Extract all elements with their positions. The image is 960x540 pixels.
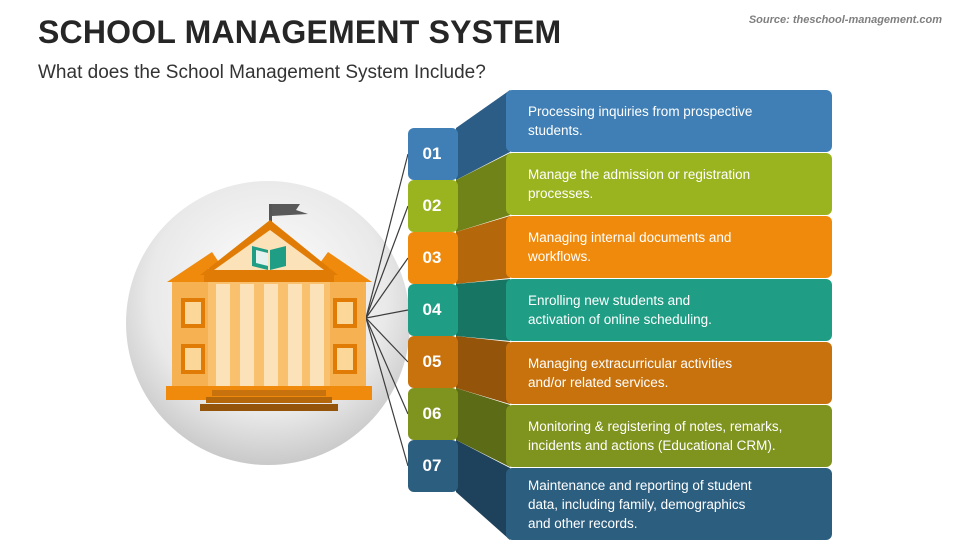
- step-description-line: Managing extracurricular activities: [528, 356, 733, 371]
- number-tab: [408, 180, 458, 232]
- step-number: 03: [422, 248, 442, 267]
- step-description-line: students.: [528, 123, 583, 138]
- number-tab: [408, 336, 458, 388]
- step-ribbon: [408, 90, 832, 180]
- number-tab: [408, 388, 458, 440]
- step-description: Managing extracurricular activities and/o…: [528, 354, 818, 392]
- ribbon-fold: [456, 388, 510, 467]
- ribbon-box: [506, 216, 832, 278]
- number-tab: [408, 232, 458, 284]
- page-title: SCHOOL MANAGEMENT SYSTEM: [38, 14, 562, 50]
- ribbon-fold: [456, 153, 510, 232]
- step-ribbon: [408, 440, 832, 540]
- step-description-line: Monitoring & registering of notes, remar…: [528, 419, 783, 434]
- step-ribbon: [408, 279, 832, 341]
- page-subtitle: What does the School Management System I…: [38, 62, 486, 83]
- connector-line: [365, 317, 409, 415]
- connector-line: [365, 309, 409, 319]
- step-description-line: Manage the admission or registration: [528, 167, 751, 182]
- ribbon-box: [506, 90, 832, 152]
- step-number: 01: [422, 144, 442, 163]
- ribbon-box: [506, 342, 832, 404]
- number-tab: [408, 128, 458, 180]
- step-ribbon: [408, 336, 832, 404]
- step-ribbons: [408, 90, 832, 540]
- number-tab: [408, 284, 458, 336]
- ribbon-fold: [456, 279, 510, 341]
- step-number: 07: [422, 456, 442, 475]
- step-description-line: data, including family, demographics: [528, 496, 746, 512]
- step-description-line: Enrolling new students and: [528, 293, 691, 308]
- step-ribbon: [408, 388, 832, 467]
- step-description-line: activation of online scheduling.: [528, 312, 712, 327]
- step-description-line: Managing internal documents and: [528, 230, 732, 245]
- step-description-line: Processing inquiries from prospective: [528, 104, 753, 119]
- connector-line: [365, 317, 409, 467]
- ribbon-fold: [456, 440, 510, 540]
- connector-line: [365, 205, 409, 319]
- ribbon-box: [506, 405, 832, 467]
- school-building-icon: [166, 204, 372, 411]
- step-number: 06: [422, 404, 442, 423]
- ribbon-box: [506, 153, 832, 215]
- step-description: Enrolling new students and activation of …: [528, 291, 818, 329]
- step-description: Processing inquiries from prospective stu…: [528, 102, 818, 140]
- ribbon-box: [506, 279, 832, 341]
- number-tab: [408, 440, 458, 492]
- step-ribbon: [408, 216, 832, 284]
- step-number: 04: [422, 300, 442, 319]
- connector-line: [365, 257, 409, 319]
- step-description: Monitoring & registering of notes, remar…: [528, 417, 818, 455]
- source-note: Source: theschool-management.com: [748, 14, 942, 26]
- step-description-line: workflows.: [528, 249, 592, 264]
- step-number: 02: [422, 196, 442, 215]
- connector-lines: [365, 153, 409, 467]
- ribbon-box: [506, 468, 832, 540]
- step-number: 05: [422, 352, 442, 371]
- ribbon-fold: [456, 216, 510, 284]
- connector-line: [365, 153, 409, 319]
- ribbon-fold: [456, 336, 510, 404]
- connector-line: [365, 317, 409, 363]
- step-description-line: and/or related services.: [528, 375, 669, 390]
- step-description-line: Maintenance and reporting of student: [528, 477, 752, 493]
- step-description: Managing internal documents and workflows…: [528, 228, 818, 266]
- step-description: Maintenance and reporting of student data…: [528, 476, 818, 533]
- step-description: Manage the admission or registration proc…: [528, 165, 818, 203]
- step-description-line: processes.: [528, 186, 594, 201]
- step-description-line: and other records.: [528, 515, 638, 531]
- ribbon-fold: [456, 90, 510, 180]
- step-ribbon: [408, 153, 832, 232]
- step-description-line: incidents and actions (Educational CRM).: [528, 438, 776, 453]
